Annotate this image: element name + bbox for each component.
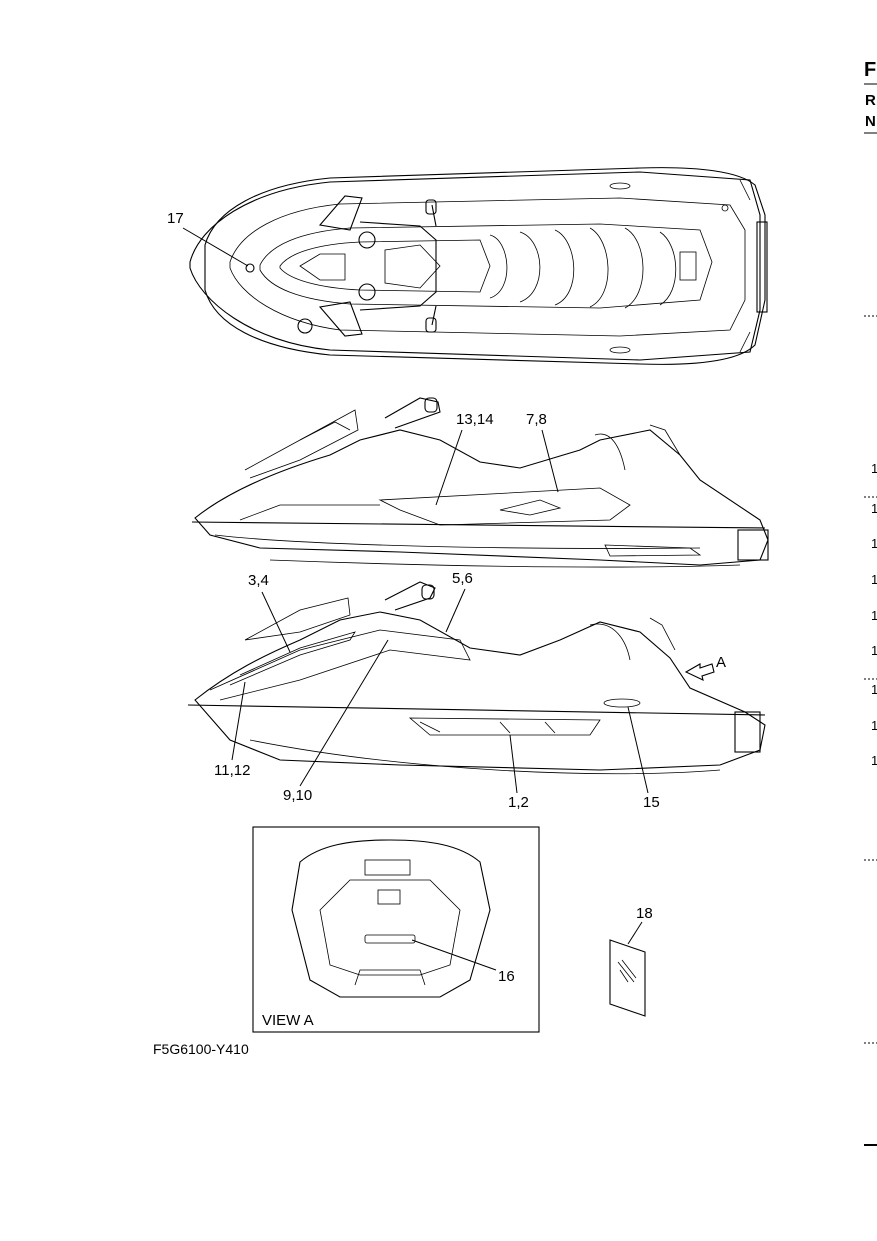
edge-num-6: 1 — [871, 643, 877, 658]
edge-num-2: 1 — [871, 501, 877, 516]
edge-header-f: F — [864, 59, 876, 81]
edge-num-7: 1 — [871, 682, 877, 697]
arrow-a-icon — [684, 663, 715, 681]
watercraft-side-view-lower — [187, 581, 766, 775]
callout-11-12: 11,12 — [214, 762, 250, 779]
edge-num-5: 1 — [871, 608, 877, 623]
figure-code: F5G6100-Y410 — [153, 1041, 249, 1057]
callout-15: 15 — [643, 794, 660, 811]
callout-9-10: 9,10 — [283, 787, 312, 804]
edge-num-3: 1 — [871, 536, 877, 551]
callout-1-2: 1,2 — [508, 794, 529, 811]
edge-num-1: 1 — [871, 461, 877, 476]
view-a-box: 16 VIEW A — [252, 826, 540, 1033]
callout-5-6: 5,6 — [452, 570, 473, 587]
edge-num-8: 1 — [871, 718, 877, 733]
decal-sheet-icon: 18 — [609, 905, 653, 1017]
right-edge-fragment: F R N 1 1 1 1 1 1 1 1 1 — [864, 59, 877, 1146]
callout-17: 17 — [167, 210, 184, 227]
callout-13-14: 13,14 — [456, 411, 494, 428]
edge-header-r: R — [865, 92, 876, 109]
watercraft-side-view-upper — [191, 397, 769, 568]
edge-num-4: 1 — [871, 572, 877, 587]
callout-a: A — [716, 654, 726, 671]
callouts: 17 13,14 7,8 3,4 5,6 11,12 9,10 1,2 15 — [167, 210, 660, 811]
watercraft-top-view — [189, 167, 768, 365]
view-a-label: VIEW A — [262, 1012, 314, 1029]
edge-num-9: 1 — [871, 753, 877, 768]
callout-16: 16 — [498, 968, 515, 985]
callout-18: 18 — [636, 905, 653, 922]
callout-3-4: 3,4 — [248, 572, 269, 589]
edge-header-n: N — [865, 113, 876, 130]
callout-7-8: 7,8 — [526, 411, 547, 428]
